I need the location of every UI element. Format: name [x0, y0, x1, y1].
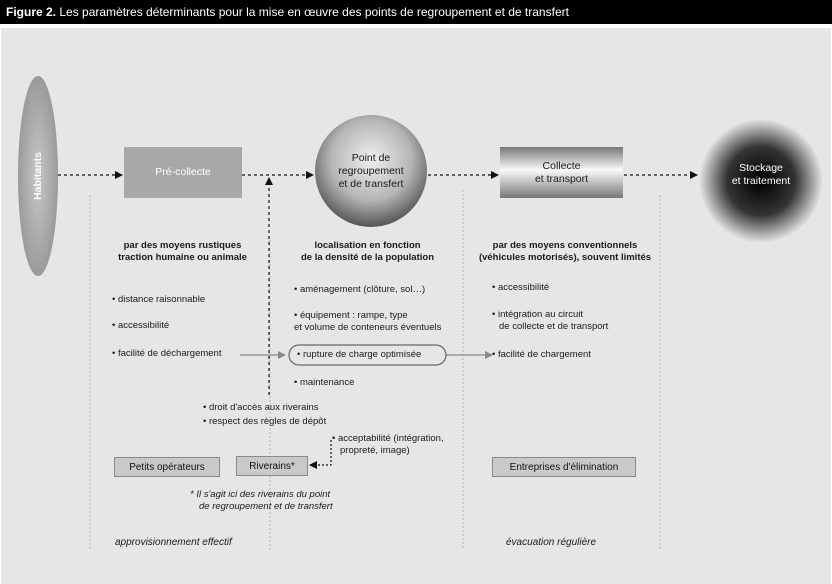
- riverains-tag: Riverains*: [236, 456, 308, 476]
- collecte-line-2: et transport: [534, 173, 589, 185]
- figure-number: Figure 2.: [6, 5, 57, 19]
- col1-heading-2: traction humaine ou animale: [118, 252, 247, 263]
- stockage-label: Stockage et traitement: [711, 162, 811, 188]
- riverains-note: • droit d'accès aux riverains: [203, 402, 319, 413]
- col3-heading-2: (véhicules motorisés), souvent limités: [478, 252, 652, 263]
- collecte-label: Collecte et transport: [500, 160, 623, 186]
- col2-item: • maintenance: [294, 377, 355, 388]
- point-shape: [315, 115, 427, 227]
- precollecte-label: Pré-collecte: [155, 166, 211, 178]
- footnote-line-2: de regroupement et de transfert: [199, 501, 333, 512]
- point-line-1: Point de: [351, 152, 391, 164]
- col3-item: • facilité de chargement: [492, 349, 591, 360]
- col3-heading-1: par des moyens conventionnels: [492, 240, 638, 251]
- col2-heading-2: de la densité de la population: [300, 252, 435, 263]
- point-label: Point de regroupement et de transfert: [316, 152, 426, 191]
- acceptabilite-line-1: • acceptabilité (intégration,: [332, 433, 444, 444]
- col2-heading: localisation en fonction de la densité d…: [275, 240, 460, 264]
- rupture-capsule: [288, 344, 447, 366]
- petits-operateurs-tag: Petits opérateurs: [114, 457, 220, 477]
- acceptabilite-connector: [309, 440, 332, 469]
- col1-item: • accessibilité: [112, 320, 170, 331]
- col3-item: • accessibilité: [492, 282, 550, 293]
- precollecte-box: Pré-collecte: [124, 147, 242, 198]
- riverains-note: • respect des règles de dépôt: [203, 416, 327, 427]
- col1-heading: par des moyens rustiques traction humain…: [95, 240, 270, 264]
- footnote-line-1: * Il s'agit ici des riverains du point: [190, 489, 331, 500]
- figure-title: Figure 2. Les paramètres déterminants po…: [0, 0, 832, 24]
- col1-heading-1: par des moyens rustiques: [123, 240, 242, 251]
- bottom-right-label: évacuation régulière: [506, 537, 597, 548]
- acceptabilite-line-2: propreté, image): [340, 445, 410, 456]
- col2-item-rupture: • rupture de charge optimisée: [297, 349, 422, 360]
- stockage-line-1: Stockage: [739, 162, 783, 174]
- col3-item: • intégration au circuit: [492, 309, 583, 320]
- col3-heading: par des moyens conventionnels (véhicules…: [470, 240, 660, 264]
- collecte-line-1: Collecte: [542, 160, 581, 172]
- collecte-shape: [500, 147, 623, 198]
- stockage-shape: [699, 119, 823, 243]
- col2-heading-1: localisation en fonction: [314, 240, 421, 251]
- col1-item: • facilité de déchargement: [112, 348, 222, 359]
- col2-item: • aménagement (clôture, sol…): [294, 284, 426, 295]
- col3-item: de collecte et de transport: [499, 321, 609, 332]
- col2-item: et volume de conteneurs éventuels: [294, 322, 442, 333]
- habitants-shape: [18, 76, 58, 276]
- point-line-3: et de transfert: [338, 178, 404, 190]
- col1-item: • distance raisonnable: [112, 294, 206, 305]
- stockage-line-2: et traitement: [731, 175, 791, 187]
- point-line-2: regroupement: [338, 165, 404, 177]
- bottom-left-label: approvisionnement effectif: [115, 537, 232, 548]
- figure-title-text: Les paramètres déterminants pour la mise…: [56, 5, 569, 19]
- diagram-panel: [1, 28, 831, 584]
- main-flow: [58, 171, 698, 395]
- column-separators: [89, 190, 661, 550]
- entreprises-elimination-tag: Entreprises d'élimination: [492, 457, 636, 477]
- acceptabilite-note: • acceptabilité (intégration, propreté, …: [332, 433, 444, 457]
- footnote: * Il s'agit ici des riverains du point d…: [190, 489, 333, 513]
- col2-item: • équipement : rampe, type: [294, 310, 408, 321]
- habitants-label: Habitants: [32, 152, 44, 200]
